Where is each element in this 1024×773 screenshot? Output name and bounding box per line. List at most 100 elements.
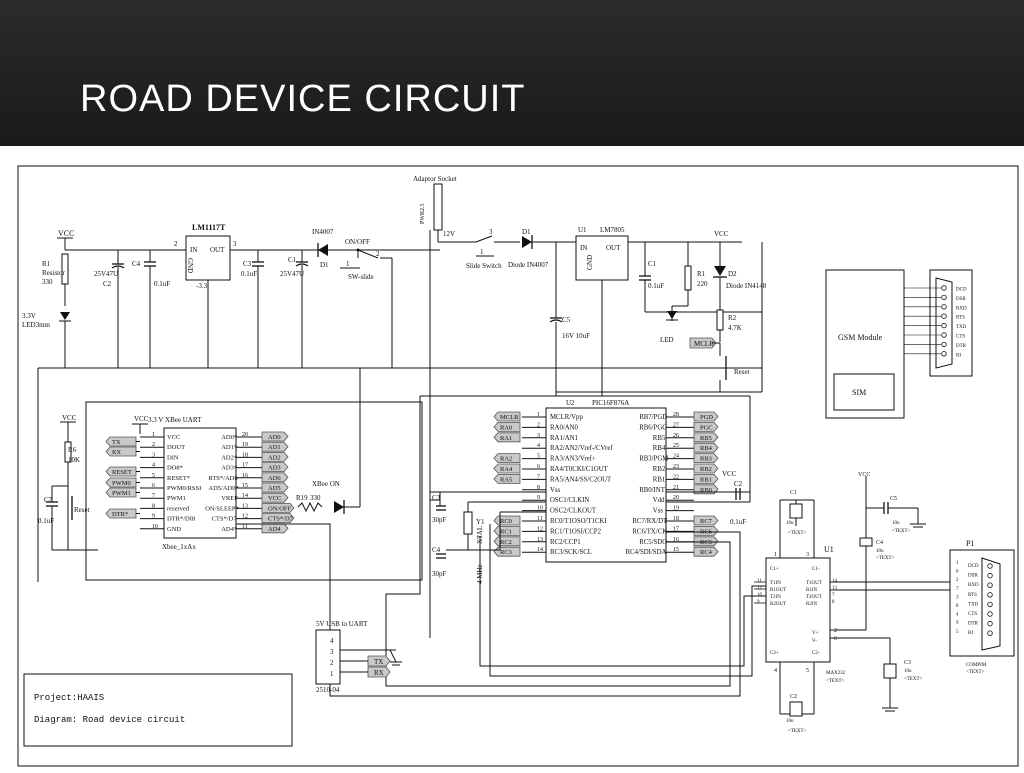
sw-slide-label: SW-slide	[348, 273, 374, 281]
p1-num-3: 3	[956, 595, 959, 600]
p1-label-rts: RTS	[968, 593, 977, 598]
p1-label-cts: CTS	[968, 612, 977, 617]
svg-text:2: 2	[174, 240, 178, 248]
xbee-net-onoff-text: ON/OFF	[268, 505, 292, 512]
pic-pin-16: RC5/SDO	[639, 539, 667, 546]
gsm-db9-label-txd: TXD	[956, 325, 967, 330]
max-pin-t2out: T2OUT	[806, 595, 822, 600]
lm1117-chip	[185, 235, 231, 281]
r2-label-5v: R2	[728, 314, 737, 322]
max-c4-value: 10u	[876, 549, 884, 554]
pic-pin-num-8: 8	[537, 485, 540, 491]
r1-label-reg33: R1	[42, 260, 51, 268]
xbee-pin-18: AD2*	[221, 454, 237, 461]
xbee-pin-num-15: 15	[242, 483, 248, 489]
xbee-net-ad0	[261, 431, 289, 442]
max-c1-text: <TEXT>	[788, 531, 807, 536]
c7-label: C7	[44, 496, 53, 504]
pic-net-rb2-text: RB2	[700, 466, 712, 473]
r2-value-5v: 4.7K	[728, 324, 742, 332]
p1-compim-label: COMPIM	[966, 663, 987, 668]
xbee-net-ad3-text: AD3	[268, 465, 281, 472]
xbee-net-ad6	[261, 472, 289, 483]
gsm-db9-label-rts: RTS	[956, 316, 965, 321]
pic-pin-10: OSC2/CLKOUT	[550, 508, 597, 515]
led-xbee-on-icon	[334, 501, 344, 513]
pic-pin-24: RB3/PGM	[639, 456, 668, 463]
pic-net-ra2-text: RA2	[500, 456, 512, 463]
max-pin-num-9: 9	[757, 600, 760, 605]
pic-net-rc6	[693, 525, 719, 536]
xbee-pin-1: VCC	[167, 434, 180, 441]
gsm-db9-label-ri: RI	[956, 353, 961, 358]
xbee-pin-13: ON/SLEEP*	[205, 505, 239, 512]
xbee-net-ad6-text: AD6	[268, 475, 281, 482]
max-n2: 2	[834, 628, 837, 634]
pic-net-rc4-text: RC4	[700, 549, 713, 556]
circuit-schematic: VCC R1 Resistor 330 3.3V LED3mm 25V47U C…	[17, 165, 1019, 767]
svg-text:2: 2	[376, 250, 380, 258]
xbee-net-ctsd7	[261, 513, 295, 524]
sim-label: SIM	[852, 388, 866, 397]
xbee-outline	[85, 401, 423, 581]
power-5v-section: Adaptor Socket PWR2.5 12V 3 1 Slide Swit…	[413, 175, 767, 638]
lm7805-gnd: GND	[586, 255, 594, 270]
pic-net-rc4	[693, 546, 719, 557]
pic-net-ra1	[493, 432, 521, 443]
max-c3-text: <TEXT>	[904, 677, 923, 682]
c5-value-5v: 16V 10uF	[562, 332, 590, 340]
pic-pin-1: MCLR/Vpp	[550, 414, 583, 421]
lm1117-label: LM1117T	[192, 223, 226, 232]
xbee-pin-11: AD4*	[221, 526, 237, 533]
pic-pin-12: RC1/T1OSI/CCP2	[550, 528, 602, 535]
pic-pin-15: RC4/SDI/SDA	[626, 549, 667, 556]
max-c2m: C2-	[812, 651, 820, 656]
pic-pin-17: RC6/TX/CK	[632, 528, 667, 535]
xbee-pin-num-13: 13	[242, 503, 248, 509]
usb-pin-2: 2	[330, 659, 334, 667]
adaptor-socket-label: Adaptor Socket	[413, 175, 457, 183]
xbee-pin-19: AD1*	[221, 444, 237, 451]
xbee-net-ad0-text: AD0	[268, 434, 281, 441]
pic-net-pgd-text: PGD	[700, 414, 713, 421]
gsm-db9-connector	[929, 269, 973, 377]
c2-label-reg33: C2	[103, 280, 112, 288]
pic-pin-19: Vss	[653, 508, 664, 515]
c4-label-reg33: C4	[132, 260, 141, 268]
diode-d1-reg33-icon	[318, 244, 328, 256]
max-vp: V+	[812, 631, 819, 636]
xbee-pin-20: AD0*	[221, 434, 237, 441]
xbee-pin-num-6: 6	[152, 483, 155, 489]
c3-value-pic: 30pF	[432, 516, 447, 524]
usb-part: 2510-04	[316, 686, 340, 694]
schematic-frame	[17, 165, 1019, 767]
p1-label-dtr: DTR	[968, 622, 979, 627]
pic-pin-22: RB1	[653, 476, 665, 483]
xbee-net-dtr	[105, 508, 137, 519]
xbee-pin-7: PWM1	[167, 495, 186, 502]
d1-label-reg33: D1	[320, 261, 329, 269]
pic-pin-num-1: 1	[537, 412, 540, 418]
max-c1-label: C1	[790, 490, 797, 496]
p1-label: P1	[966, 539, 974, 548]
y1-label: Y1	[476, 518, 485, 526]
pic-pin-num-16: 16	[673, 537, 679, 543]
xbee-pin-8: reserved	[167, 505, 190, 512]
p1-label-dsr: DSR	[968, 574, 978, 579]
xbee-net-vcc	[261, 492, 289, 503]
xbee-pin-num-4: 4	[152, 463, 155, 469]
v12-label: 12V	[443, 230, 455, 238]
pic-net-rc5	[693, 536, 719, 547]
svg-text:3: 3	[489, 228, 493, 236]
c2-value-reg33: 25V47U	[94, 270, 118, 278]
pic-pin-20: Vdd	[653, 497, 665, 504]
pic-net-rc0-text: RC0	[500, 518, 512, 525]
c4-value-reg33: 0.1uF	[154, 280, 170, 288]
pic-net-rb3-text: RB3	[700, 456, 712, 463]
vcc-label-xbee: VCC	[134, 415, 149, 423]
pic-pin-28: RB7/PGD	[639, 414, 667, 421]
xbee-pin-14: VREF	[221, 495, 238, 502]
pic-part-label: PIC16F876A	[592, 399, 629, 407]
gsm-db9-pin-dcd	[941, 285, 947, 291]
xbee-pin-num-2: 2	[152, 442, 155, 448]
